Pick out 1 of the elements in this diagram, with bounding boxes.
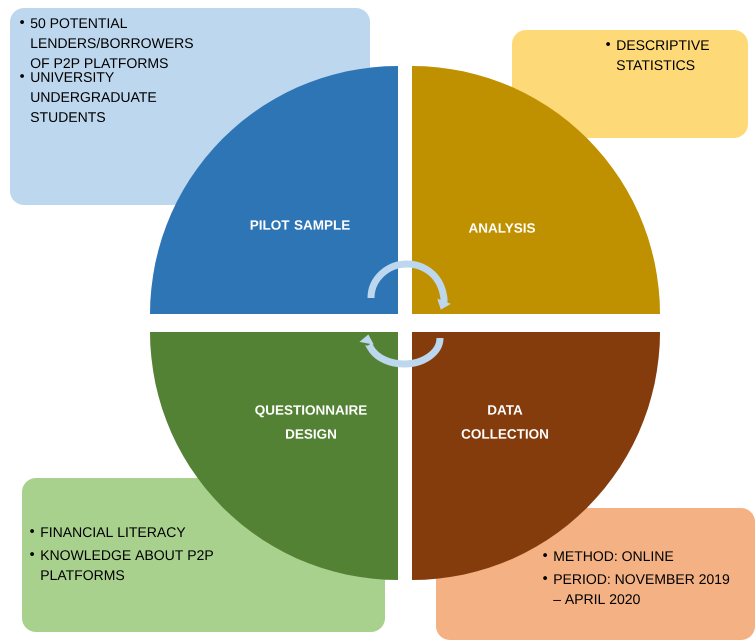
callout-box: DESCRIPTIVE STATISTICS	[512, 30, 748, 138]
